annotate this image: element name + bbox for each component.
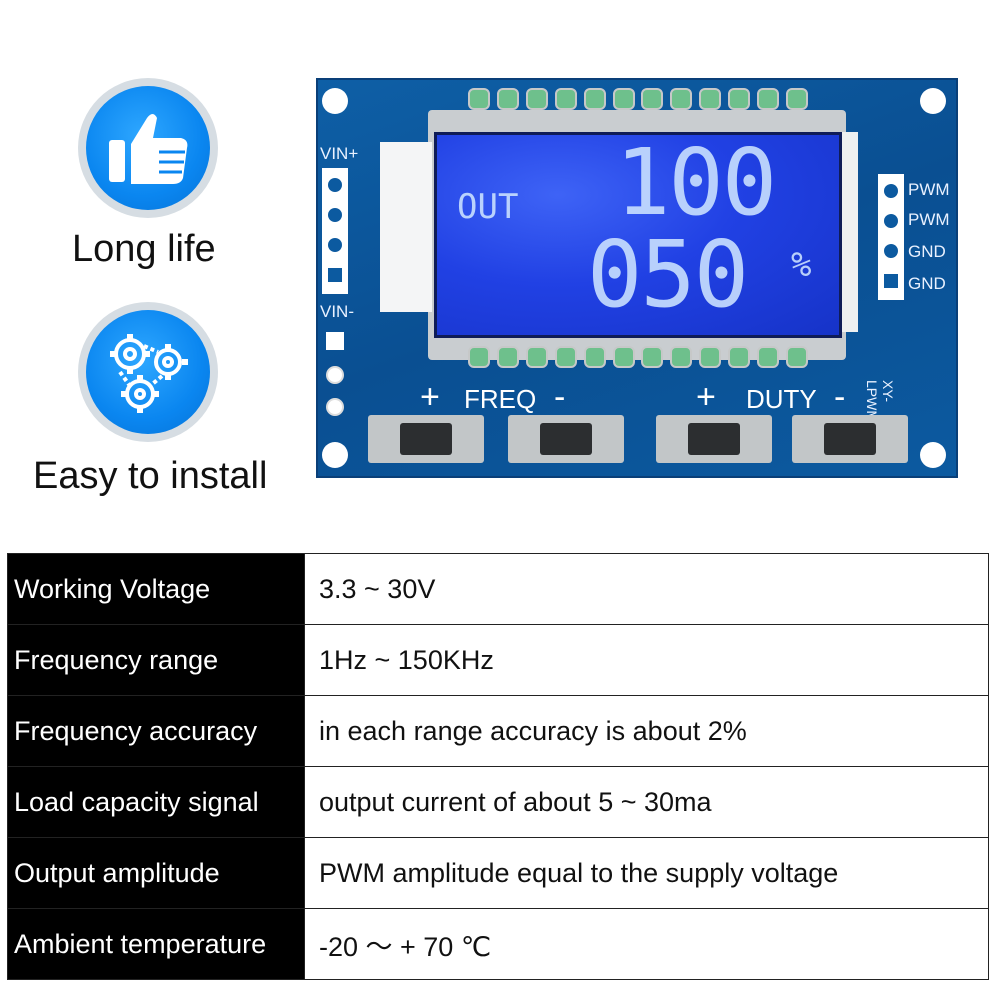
long-life-badge xyxy=(78,78,218,218)
pwm-pin-label: PWM xyxy=(908,180,950,199)
spec-key: Working Voltage xyxy=(7,553,305,625)
spec-value: -20 ～ + 70 ℃ xyxy=(304,908,989,980)
thumbs-up-icon xyxy=(109,114,188,184)
duty-plus-label: + xyxy=(696,378,716,416)
table-row: Frequency accuracy in each range accurac… xyxy=(7,695,989,767)
table-row: Working Voltage 3.3 ~ 30V xyxy=(7,553,989,625)
table-row: Ambient temperature -20 ～ + 70 ℃ xyxy=(7,908,989,980)
lcd-frequency-value: 100 xyxy=(615,129,777,236)
easy-install-label: Easy to install xyxy=(33,455,268,497)
freq-plus-label: + xyxy=(420,378,440,416)
freq-plus-button[interactable] xyxy=(368,415,484,463)
spec-value: PWM amplitude equal to the supply voltag… xyxy=(304,837,989,909)
table-row: Frequency range 1Hz ~ 150KHz xyxy=(7,624,989,696)
spec-value: 3.3 ~ 30V xyxy=(304,553,989,625)
spec-value: 1Hz ~ 150KHz xyxy=(304,624,989,696)
mount-hole xyxy=(322,442,348,468)
gnd-pin-label: GND xyxy=(908,242,946,261)
lcd-duty-value: 050 xyxy=(587,221,749,328)
spec-key: Frequency accuracy xyxy=(7,695,305,767)
gnd-pin-label: GND xyxy=(908,274,946,293)
mount-hole xyxy=(920,442,946,468)
lcd-bottom-pins xyxy=(468,346,808,368)
gears-icon xyxy=(110,334,188,413)
duty-label: DUTY xyxy=(746,384,817,414)
mount-hole xyxy=(920,88,946,114)
spec-table: Working Voltage 3.3 ~ 30V Frequency rang… xyxy=(7,553,989,980)
spec-key: Ambient temperature xyxy=(7,908,305,980)
spec-value: in each range accuracy is about 2% xyxy=(304,695,989,767)
easy-install-badge xyxy=(78,302,218,442)
long-life-label: Long life xyxy=(72,228,216,270)
duty-minus-label: - xyxy=(834,378,846,416)
input-header xyxy=(322,168,348,294)
lcd-white-strip xyxy=(380,142,432,312)
vin-plus-label: VIN+ xyxy=(320,144,359,163)
spec-key: Load capacity signal xyxy=(7,766,305,838)
freq-minus-button[interactable] xyxy=(508,415,624,463)
lcd-top-pins xyxy=(468,88,808,110)
spec-key: Output amplitude xyxy=(7,837,305,909)
spec-key: Frequency range xyxy=(7,624,305,696)
mount-hole xyxy=(322,88,348,114)
freq-label: FREQ xyxy=(464,384,537,414)
pad xyxy=(326,398,344,416)
pwm-module-board: VIN+ VIN- PWM PWM GND GND OUT 100 050 % … xyxy=(316,78,958,478)
duty-minus-button[interactable] xyxy=(792,415,908,463)
spec-value: output current of about 5 ~ 30ma xyxy=(304,766,989,838)
table-row: Output amplitude PWM amplitude equal to … xyxy=(7,837,989,909)
lcd-percent-unit: % xyxy=(791,245,812,285)
lcd-out-label: OUT xyxy=(457,187,519,227)
table-row: Load capacity signal output current of a… xyxy=(7,766,989,838)
lcd-display: OUT 100 050 % xyxy=(434,129,842,338)
pwm-pin-label: PWM xyxy=(908,210,950,229)
pad xyxy=(326,332,344,350)
output-header xyxy=(878,174,904,300)
freq-minus-label: - xyxy=(554,378,566,416)
duty-plus-button[interactable] xyxy=(656,415,772,463)
pad xyxy=(326,366,344,384)
vin-minus-label: VIN- xyxy=(320,302,354,321)
